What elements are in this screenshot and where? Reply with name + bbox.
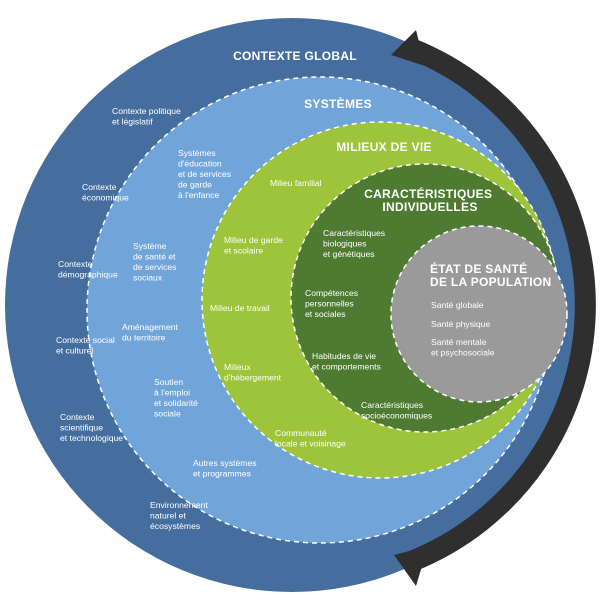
item-line: Systèmes: [178, 148, 216, 158]
item-line: sociale: [154, 409, 181, 419]
item-line: Milieu familial: [270, 178, 322, 188]
item-line: Contexte social: [56, 335, 115, 345]
item-line: de services: [133, 262, 176, 272]
item-line: et scolaire: [224, 246, 263, 256]
item-line: Système: [133, 241, 167, 251]
item-line: à l'enfance: [178, 190, 220, 200]
population-item: Santé globale: [431, 300, 484, 310]
item-line: Santé physique: [431, 319, 490, 329]
milieux-item: Milieu de travail: [210, 303, 270, 313]
item-line: Milieu de travail: [210, 303, 270, 313]
item-line: Contexte: [60, 412, 95, 422]
population-title: ÉTAT DE SANTÉ DE LA POPULATION: [430, 261, 551, 289]
contexte-global-title: CONTEXTE GLOBAL: [233, 49, 357, 63]
item-line: Milieux: [224, 362, 251, 372]
item-line: Caractéristiques: [323, 228, 385, 238]
item-line: Autres systèmes: [193, 458, 257, 468]
item-line: Santé globale: [431, 300, 484, 310]
item-line: et législatif: [112, 117, 153, 127]
population-dashed-border: [390, 225, 568, 403]
item-line: Soutien: [154, 377, 183, 387]
item-line: locale et voisinage: [275, 439, 346, 449]
item-line: et solidarité: [154, 398, 198, 408]
item-line: sociaux: [133, 273, 163, 283]
item-line: socioéconomiques: [361, 411, 432, 421]
item-line: biologiques: [323, 239, 366, 249]
item-line: du territoire: [122, 333, 166, 343]
item-line: Compétences: [305, 288, 358, 298]
item-line: et de services: [178, 169, 231, 179]
item-line: et technologique: [60, 433, 123, 443]
item-line: personnelles: [305, 299, 354, 309]
item-line: à l'emploi: [154, 388, 190, 398]
item-line: naturel et: [150, 511, 186, 521]
temps-arrowhead: [391, 30, 425, 66]
item-line: écosystèmes: [150, 521, 200, 531]
milieux-item: Milieu familial: [270, 178, 322, 188]
item-line: économique: [82, 193, 129, 203]
item-line: Aménagement: [122, 322, 179, 332]
item-line: Santé mentale: [431, 337, 487, 347]
item-line: et programmes: [193, 469, 251, 479]
item-line: de santé et: [133, 252, 176, 262]
espace-arrowhead: [394, 546, 428, 586]
item-line: d'éducation: [178, 159, 222, 169]
item-line: d'hébergement: [224, 373, 282, 383]
individuelles-title: CARACTÉRISTIQUES INDIVIDUELLES: [364, 186, 496, 214]
item-line: démographique: [58, 270, 118, 280]
item-line: Environnement: [150, 500, 208, 510]
item-line: Caractéristiques: [361, 400, 423, 410]
milieux-de-vie-title: MILIEUX DE VIE: [336, 140, 432, 154]
item-line: et psychosociale: [431, 348, 495, 358]
systemes-title: SYSTÈMES: [304, 96, 372, 111]
item-line: Contexte politique: [112, 106, 181, 116]
item-line: Habitudes de vie: [312, 351, 376, 361]
item-line: et sociales: [305, 309, 346, 319]
item-line: scientifique: [60, 423, 103, 433]
time-space-arc-arrow: [406, 38, 596, 572]
population-items: Santé globale Santé physique Santé menta…: [431, 300, 495, 358]
item-line: et comportements: [312, 362, 381, 372]
population-health-circle: [391, 226, 567, 402]
item-line: Contexte: [82, 182, 117, 192]
item-line: Milieu de garde: [224, 235, 283, 245]
item-line: Contexte: [58, 259, 93, 269]
item-line: Communauté: [275, 428, 327, 438]
item-line: de garde: [178, 180, 212, 190]
item-line: et culturel: [56, 346, 93, 356]
item-line: et génétiques: [323, 249, 375, 259]
population-item: Santé physique: [431, 319, 490, 329]
